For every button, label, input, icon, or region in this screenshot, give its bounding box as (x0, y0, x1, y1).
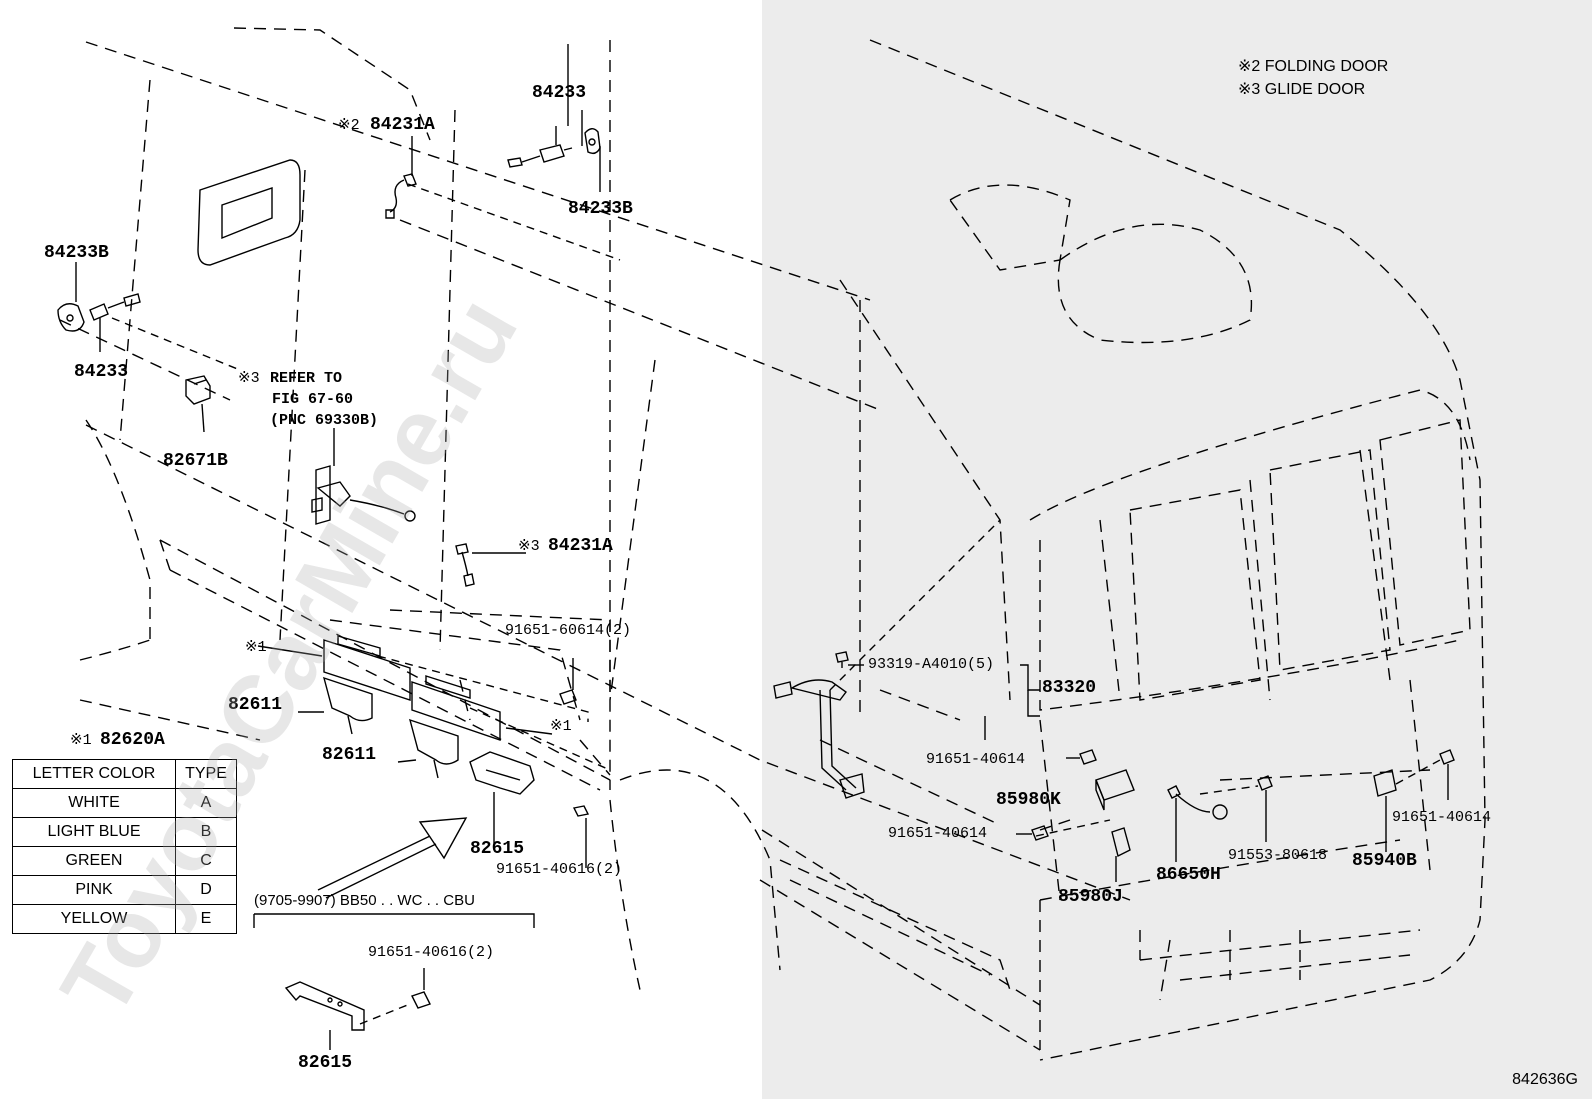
part-bolt-91651-40614-c (1439, 749, 1455, 765)
part-label-82611-b: 82611 (322, 745, 377, 765)
part-hinge-switch-refer (311, 465, 416, 525)
part-step-light-upper (322, 635, 411, 735)
part-step-light-lower (408, 675, 501, 779)
refer-text-line1: REFER TO (270, 370, 343, 387)
leader-lines (75, 44, 1449, 1050)
part-label-84233-left: 84233 (74, 362, 129, 382)
view-arrow (317, 817, 468, 899)
part-label-84231a-top: 84231A (370, 115, 435, 135)
table-cell-color: PINK (12, 875, 176, 905)
part-bracket-84233b-top (584, 128, 601, 155)
part-label-82615-low: 82615 (298, 1053, 353, 1073)
table-header-type: TYPE (175, 759, 237, 789)
refer-text-line2: FIG 67-60 (272, 391, 354, 408)
part-label-82620a: 82620A (100, 730, 165, 750)
part-label-91651-40614-a: 91651-40614 (926, 751, 1026, 768)
table-cell-type: E (175, 904, 237, 934)
part-bracket-82615-low (284, 981, 365, 1031)
part-sensor-85980j (1111, 827, 1131, 858)
part-label-84233b-left: 84233B (44, 243, 109, 263)
part-label-85940b: 85940B (1352, 851, 1417, 871)
part-screw-91553 (1257, 775, 1273, 791)
part-label-83320: 83320 (1042, 678, 1097, 698)
table-cell-type: B (175, 817, 237, 847)
table-row: GREEN C (12, 846, 237, 876)
legend-folding-door: ※2 FOLDING DOOR (1238, 58, 1389, 75)
part-label-84233b-top: 84233B (568, 199, 633, 219)
part-label-91651-40614-c: 91651-40614 (1392, 809, 1492, 826)
part-clip-82671b (185, 375, 211, 405)
part-label-91651-40616-low: 91651-40616(2) (368, 944, 495, 961)
part-label-82671b: 82671B (163, 451, 228, 471)
table-cell-color: GREEN (12, 846, 176, 876)
part-bolt-91651-60614 (559, 689, 577, 705)
part-module-85980k (1095, 769, 1135, 811)
table-header-letter-color: LETTER COLOR (12, 759, 176, 789)
note-mark-star1-a: ※1 (245, 639, 267, 656)
table-cell-color: WHITE (12, 788, 176, 818)
part-bolt-91651-40614-b (1031, 825, 1049, 841)
part-bracket-84233b-left (57, 303, 85, 332)
table-row: WHITE A (12, 788, 237, 818)
part-switch-85940b (1373, 769, 1397, 797)
refer-text-line3: (PNC 69330B) (270, 412, 379, 429)
part-back-door-harness-83320 (773, 679, 865, 799)
part-bracket-82615-mid (469, 751, 535, 795)
part-switch-84233-left (89, 293, 141, 321)
part-bolt-91651-40616-mid (572, 805, 590, 817)
table-cell-color: YELLOW (12, 904, 176, 934)
note-mark-glide-mid: ※3 (518, 538, 540, 555)
part-label-82611-a: 82611 (228, 695, 283, 715)
part-label-82615-mid: 82615 (470, 839, 525, 859)
part-bolt-91651-40616-low (411, 991, 431, 1009)
table-cell-type: D (175, 875, 237, 905)
note-mark-folding: ※2 (338, 117, 360, 134)
figure-id: 842636G (1512, 1071, 1578, 1088)
part-label-91651-40616-mid: 91651-40616(2) (496, 861, 623, 878)
part-label-85980k: 85980K (996, 790, 1061, 810)
part-switch-84233-top (507, 144, 573, 168)
part-label-93319-a4010: 93319-A4010(5) (868, 656, 995, 673)
part-label-86650h: 86650H (1156, 865, 1221, 885)
note-mark-star1-c: ※1 (70, 732, 92, 749)
part-label-91553-80618: 91553-80618 (1228, 847, 1328, 864)
door-handle-recess (197, 159, 301, 266)
table-header-row: LETTER COLOR TYPE (12, 759, 237, 789)
table-row: LIGHT BLUE B (12, 817, 237, 847)
part-bolt-93319 (835, 651, 849, 668)
shaded-background-panel (762, 0, 1592, 1099)
dashed-leaders (111, 183, 1441, 1025)
part-label-84231a-mid: 84231A (548, 536, 613, 556)
part-bolt-91651-40614-a (1079, 749, 1097, 765)
table-cell-color: LIGHT BLUE (12, 817, 176, 847)
table-row: YELLOW E (12, 904, 237, 934)
vehicle-body-outline (59, 27, 1486, 1061)
note-mark-glide: ※3 (238, 370, 260, 387)
part-camera-86650h (1167, 785, 1228, 820)
part-label-85980j: 85980J (1058, 887, 1123, 907)
legend-glide-door: ※3 GLIDE DOOR (1238, 81, 1366, 98)
table-row: PINK D (12, 875, 237, 905)
range-note: (9705-9907) BB50 . . WC . . CBU (254, 892, 475, 909)
table-cell-type: A (175, 788, 237, 818)
part-label-91651-60614: 91651-60614(2) (505, 622, 632, 639)
part-label-84233-top: 84233 (532, 83, 587, 103)
part-label-91651-40614-b: 91651-40614 (888, 825, 988, 842)
table-cell-type: C (175, 846, 237, 876)
note-mark-star1-b: ※1 (550, 718, 572, 735)
letter-color-table: LETTER COLOR TYPE WHITE A LIGHT BLUE B G… (12, 759, 237, 934)
part-harness-84231a-top (385, 173, 417, 219)
part-harness-84231a-mid (455, 543, 475, 587)
